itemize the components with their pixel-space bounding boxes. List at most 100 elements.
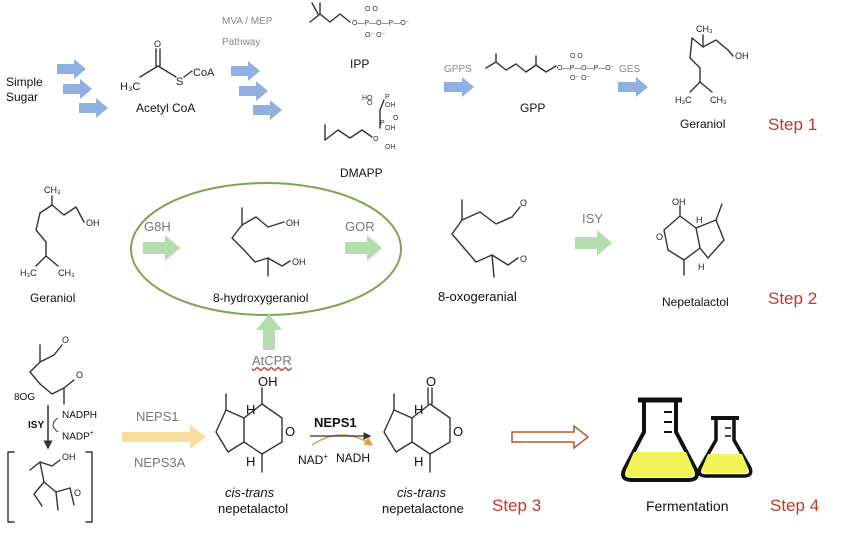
oxogeranial-label: 8-oxogeranial <box>438 289 517 304</box>
8og-label: 8OG <box>14 392 36 403</box>
green-arrow-gor <box>345 235 382 261</box>
svg-text:OH: OH <box>292 257 306 267</box>
svg-text:CH₃: CH₃ <box>44 185 61 195</box>
acetyl-coa-structure: O H₃C S CoA <box>120 39 215 93</box>
neps1-curve-arrow <box>311 434 374 446</box>
blue-arrow-acoa-2 <box>239 81 268 101</box>
svg-text:OH: OH <box>385 144 396 151</box>
svg-text:P: P <box>385 94 390 101</box>
svg-text:O: O <box>285 424 295 439</box>
blue-arrow-gpps <box>444 77 474 97</box>
svg-text:O O: O O <box>365 6 378 13</box>
svg-text:P: P <box>380 120 385 127</box>
nadph-curve <box>52 417 59 433</box>
yellow-arrow-neps <box>122 425 206 449</box>
nepetalactol-structure: OH O H H <box>656 197 725 276</box>
svg-text:O—P—O—P—O⁻: O—P—O—P—O⁻ <box>352 20 410 27</box>
svg-text:O: O <box>393 115 399 122</box>
gpps-label: GPPS <box>444 64 472 75</box>
svg-text:H: H <box>414 402 423 417</box>
svg-text:O O: O O <box>570 53 583 60</box>
svg-text:H₃C: H₃C <box>120 81 140 93</box>
svg-text:OH: OH <box>86 218 100 228</box>
outline-arrow-fermentation <box>511 424 590 450</box>
svg-text:H₃C: H₃C <box>675 95 692 105</box>
green-arrow-isy <box>575 230 612 256</box>
ipp-label: IPP <box>350 57 370 71</box>
lactol-italic-label: cis-trans <box>225 485 275 500</box>
simple-sugar-label-1: Simple <box>6 75 43 89</box>
lactone-name-label: nepetalactone <box>382 501 464 516</box>
svg-text:O⁻ O⁻: O⁻ O⁻ <box>365 32 386 39</box>
svg-text:H₃C: H₃C <box>20 268 37 278</box>
blue-arrow-sugar-2 <box>63 79 92 99</box>
svg-text:CH₃: CH₃ <box>710 95 727 105</box>
svg-text:S: S <box>176 76 183 88</box>
svg-text:OH: OH <box>385 102 396 109</box>
gpp-label: GPP <box>520 101 546 115</box>
isy-label: ISY <box>582 211 603 226</box>
green-arrow-g8h <box>143 235 180 261</box>
acetyl-coa-label: Acetyl CoA <box>136 101 196 115</box>
geraniol-top-label: Geraniol <box>680 117 726 131</box>
svg-text:O: O <box>373 136 379 143</box>
svg-text:OH: OH <box>385 125 396 132</box>
fermentation-label: Fermentation <box>646 498 729 514</box>
nad-label: NAD+ <box>298 452 329 467</box>
blue-arrow-acoa-3 <box>253 100 282 120</box>
svg-text:H: H <box>246 454 255 469</box>
svg-text:O: O <box>74 488 81 498</box>
nadph-label: NADPH <box>62 410 98 421</box>
svg-text:OH: OH <box>258 374 278 389</box>
gpp-structure: O—P—O—P—O⁻ O O O⁻ O⁻ <box>485 53 615 82</box>
step-3-label: Step 3 <box>492 496 542 515</box>
hydroxygeraniol-label: 8-hydroxygeraniol <box>213 291 309 305</box>
svg-text:O: O <box>367 100 373 107</box>
step-4-label: Step 4 <box>770 496 820 515</box>
step-1-label: Step 1 <box>768 115 818 134</box>
svg-text:OH: OH <box>735 51 749 61</box>
ges-label: GES <box>619 64 641 75</box>
svg-text:O: O <box>62 335 69 345</box>
svg-text:CoA: CoA <box>193 67 215 79</box>
blue-arrow-ges <box>618 77 648 97</box>
svg-text:O: O <box>453 424 463 439</box>
intermediate-bracket: OH O <box>7 451 93 523</box>
simple-sugar-label-2: Sugar <box>6 90 39 104</box>
mva-mep-label-1: MVA / MEP <box>222 16 273 27</box>
step-2-label: Step 2 <box>768 289 818 308</box>
blue-arrow-sugar-3 <box>79 98 108 118</box>
svg-text:O: O <box>520 198 527 208</box>
flask-small-icon <box>697 416 753 478</box>
8og-structure: O O <box>29 335 83 405</box>
oxogeranial-structure: O O <box>451 198 527 278</box>
nepetalactol-label: Nepetalactol <box>662 295 729 309</box>
neps3a-label: NEPS3A <box>134 455 186 470</box>
isy-step3-label: ISY <box>28 420 45 431</box>
svg-text:O: O <box>520 254 527 264</box>
svg-text:O: O <box>76 370 83 380</box>
lactone-italic-label: cis-trans <box>397 485 447 500</box>
svg-text:O: O <box>154 39 161 49</box>
svg-text:H: H <box>696 215 703 225</box>
geraniol-structure-top: CH₃ OH H₃C CH₃ <box>675 24 749 105</box>
g8h-label: G8H <box>144 219 171 234</box>
nadh-label: NADH <box>336 451 371 465</box>
svg-text:O: O <box>426 374 436 389</box>
svg-text:OH: OH <box>62 452 76 462</box>
flask-large-icon <box>621 397 699 482</box>
gor-label: GOR <box>345 219 375 234</box>
atcpr-label: AtCPR <box>252 353 292 368</box>
lactol-name-label: nepetalactol <box>218 501 289 516</box>
enzyme-oval <box>130 182 402 316</box>
svg-text:CH₃: CH₃ <box>696 24 713 34</box>
svg-text:H: H <box>698 262 705 272</box>
cis-trans-nepetalactone-structure: O O H H <box>383 374 463 473</box>
dmapp-label: DMAPP <box>340 166 383 180</box>
neps1-label: NEPS1 <box>136 409 179 424</box>
svg-text:CH₃: CH₃ <box>58 268 75 278</box>
svg-text:OH: OH <box>286 218 300 228</box>
svg-text:HO: HO <box>362 95 373 102</box>
